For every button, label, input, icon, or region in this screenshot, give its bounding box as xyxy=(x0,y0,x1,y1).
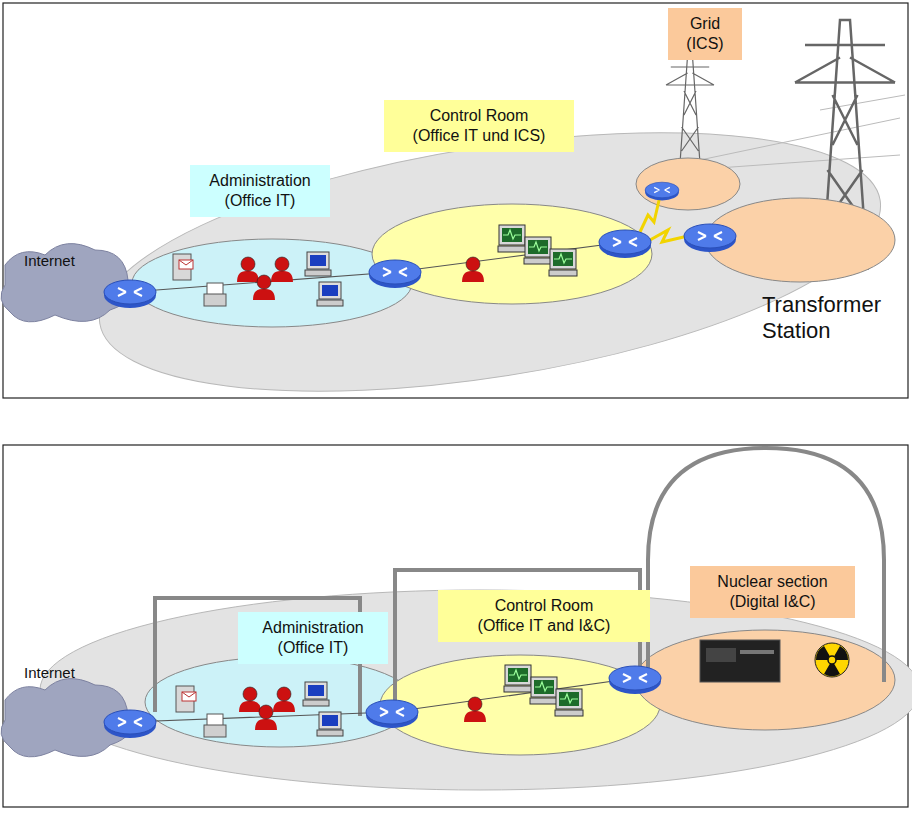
region-label-text: Control Room (Office IT und ICS) xyxy=(392,106,566,146)
region-label: Control Room (Office IT and I&C) xyxy=(438,590,650,642)
region-label: Administration (Office IT) xyxy=(238,612,388,664)
region-label-text: Administration (Office IT) xyxy=(198,171,322,211)
digital-controller-icon xyxy=(700,640,780,682)
radiation-symbol xyxy=(815,643,849,677)
region-label-text: Control Room (Office IT and I&C) xyxy=(446,596,642,636)
region-label-text: Grid (ICS) xyxy=(676,14,734,54)
region-label-text: Nuclear section (Digital I&C) xyxy=(698,572,847,612)
region-label: Nuclear section (Digital I&C) xyxy=(690,566,855,618)
network-label: Internet xyxy=(24,252,75,269)
region-label-text: Administration (Office IT) xyxy=(246,618,380,658)
network-label: Internet xyxy=(24,664,75,681)
region-label: Grid (ICS) xyxy=(668,8,742,60)
region-label: Administration (Office IT) xyxy=(190,165,330,217)
station-label: Transformer Station xyxy=(762,292,892,345)
region-label: Control Room (Office IT und ICS) xyxy=(384,100,574,152)
